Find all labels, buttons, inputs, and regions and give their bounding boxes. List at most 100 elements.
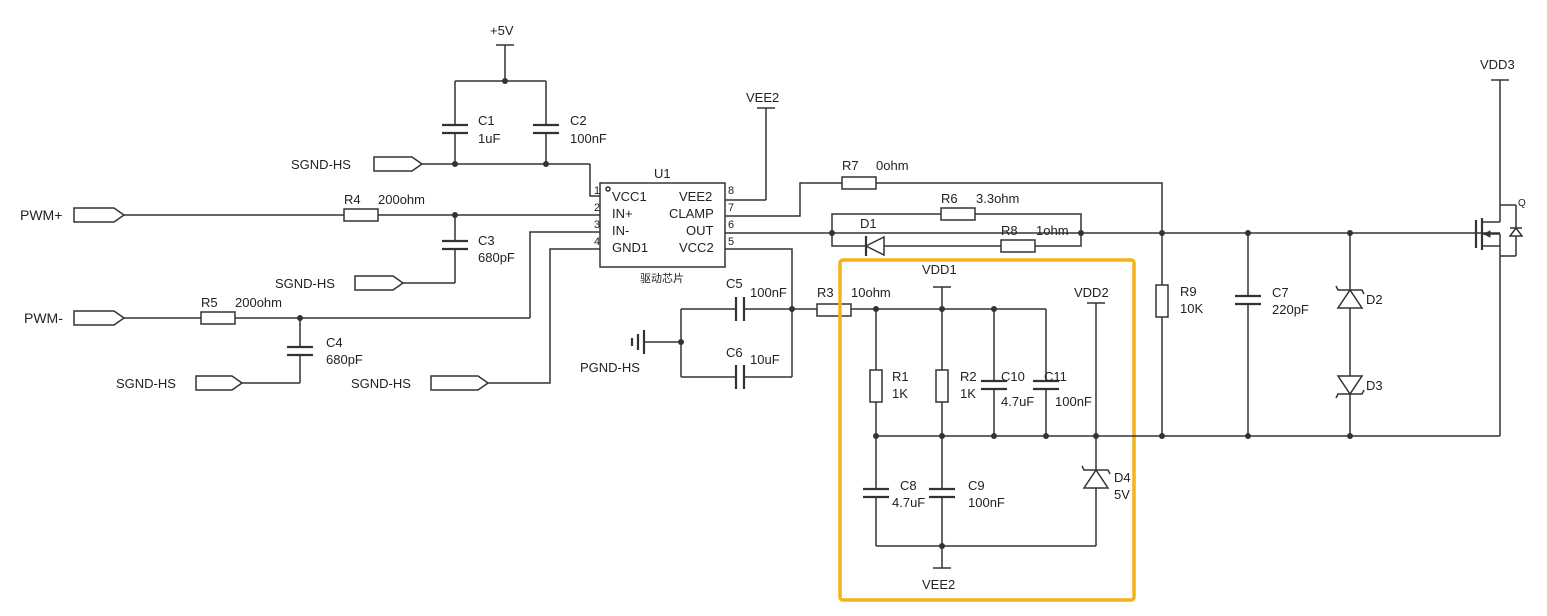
c6-value: 10uF (750, 352, 780, 367)
pin-num-7: 7 (728, 202, 734, 214)
capacitor-c4: C4 680pF (287, 318, 363, 383)
sgnd3-label: SGND-HS (116, 376, 176, 391)
capacitor-c3: C3 680pF (442, 215, 515, 283)
c3-value: 680pF (478, 250, 515, 265)
sgnd-port-2: SGND-HS (275, 275, 455, 291)
capacitor-c1: C1 1uF (442, 81, 500, 164)
pwm-plus-input: PWM+ R4 200ohm C3 680pF SGND-HS (20, 192, 600, 291)
pwm-minus-input: PWM- R5 200ohm C4 680pF SGND-HS (24, 231, 600, 391)
pin-name-gnd1: GND1 (612, 240, 648, 255)
resistor-r1: R1 1K (869, 306, 909, 436)
c8-ref: C8 (900, 478, 917, 493)
r7-ref: R7 (842, 158, 859, 173)
pin-num-4: 4 (594, 236, 600, 248)
r6-value: 3.3ohm (976, 191, 1019, 206)
zener-d4: D4 5V (1081, 433, 1131, 546)
highlight-box (838, 258, 1136, 602)
c11-ref: C11 (1044, 369, 1067, 384)
r3-value: 10ohm (851, 285, 891, 300)
r1-value: 1K (892, 386, 908, 401)
r5-ref: R5 (201, 295, 218, 310)
resistor-r9: R9 10K (1155, 233, 1203, 436)
pin-name-in-plus: IN+ (612, 206, 633, 221)
sgnd4-label: SGND-HS (351, 376, 411, 391)
pgnd-symbol: PGND-HS (580, 330, 684, 375)
resistor-r7 (841, 176, 877, 190)
sgnd-port-3: SGND-HS (116, 375, 300, 391)
c7-ref: C7 (1272, 285, 1289, 300)
tvs-d2: D2 (1335, 233, 1383, 376)
c6-ref: C6 (726, 345, 743, 360)
vdd3-label: VDD3 (1480, 57, 1515, 72)
sgnd1-label: SGND-HS (291, 157, 351, 172)
supply-5v-section: +5V C1 1uF C2 100nF SGND-HS (291, 23, 607, 197)
c7-value: 220pF (1272, 302, 1309, 317)
c4-ref: C4 (326, 335, 343, 350)
resistor-r2: R2 1K (935, 369, 977, 403)
pin-name-vcc2: VCC2 (679, 240, 714, 255)
pin-name-clamp: CLAMP (669, 206, 714, 221)
pwm-plus-label: PWM+ (20, 207, 62, 223)
c5-ref: C5 (726, 276, 743, 291)
d4-ref: D4 (1114, 470, 1131, 485)
r8-ref: R8 (1001, 223, 1018, 238)
vdd2-label: VDD2 (1074, 285, 1109, 300)
r9-value: 10K (1180, 301, 1203, 316)
r9-ref: R9 (1180, 284, 1197, 299)
r6-ref: R6 (941, 191, 958, 206)
capacitor-c2: C2 100nF (533, 81, 607, 164)
d1-ref: D1 (860, 216, 877, 231)
pin-num-2: 2 (594, 202, 600, 214)
pin-name-vee2: VEE2 (679, 189, 712, 204)
r8-value: 1ohm (1036, 223, 1069, 238)
c9-value: 100nF (968, 495, 1005, 510)
capacitor-c11: C11 100nF (1033, 309, 1092, 436)
pin-num-1: 1 (594, 185, 600, 197)
gnd1-connection: SGND-HS (351, 248, 600, 391)
d3-ref: D3 (1366, 378, 1383, 393)
negative-supply-block: VDD1 R1 1K R2 1K C10 4.7uF (838, 258, 1136, 602)
c3-ref: C3 (478, 233, 495, 248)
sgnd-port-1: SGND-HS (291, 156, 600, 197)
c10-ref: C10 (1001, 369, 1025, 384)
pgnd-label: PGND-HS (580, 360, 640, 375)
resistor-r4 (343, 208, 379, 222)
r7-value: 0ohm (876, 158, 909, 173)
diode-d1: D1 (860, 216, 885, 257)
vdd1-label: VDD1 (922, 262, 957, 277)
r3-resistor: R3 10ohm (816, 285, 1046, 317)
c4-value: 680pF (326, 352, 363, 367)
sgnd2-label: SGND-HS (275, 276, 335, 291)
gate-network: R7 0ohm R6 3.3ohm D1 R8 1ohm (725, 57, 1526, 439)
q-ref: Q (1518, 198, 1526, 209)
resistor-r5 (200, 311, 236, 325)
chip-ref: U1 (654, 166, 671, 181)
driver-chip-u1: U1 驱动芯片 1 2 3 4 VCC1 IN+ IN- GND1 8 7 6 … (594, 166, 734, 285)
r4-value: 200ohm (378, 192, 425, 207)
capacitor-c10: C10 4.7uF (981, 306, 1034, 436)
resistor-r6 (940, 207, 976, 221)
c2-ref: C2 (570, 113, 587, 128)
pwm-minus-label: PWM- (24, 310, 63, 326)
capacitor-c9: C9 100nF (929, 433, 1005, 568)
vee2-bottom-label: VEE2 (922, 577, 955, 592)
p5v-label: +5V (490, 23, 514, 38)
tvs-d3: D3 (1335, 375, 1383, 436)
r5-value: 200ohm (235, 295, 282, 310)
capacitor-c8: C8 4.7uF (863, 433, 925, 546)
c10-value: 4.7uF (1001, 394, 1034, 409)
c9-ref: C9 (968, 478, 985, 493)
r2-value: 1K (960, 386, 976, 401)
vee2-top-label: VEE2 (746, 90, 779, 105)
d4-value: 5V (1114, 487, 1130, 502)
c1-value: 1uF (478, 131, 500, 146)
c8-value: 4.7uF (892, 495, 925, 510)
r2-ref: R2 (960, 369, 977, 384)
capacitor-c7: C7 220pF (1235, 233, 1309, 436)
vcc2-decoupling: C5 100nF C6 10uF PGND-HS (580, 248, 817, 389)
pin-name-vcc1: VCC1 (612, 189, 647, 204)
pin-name-in-minus: IN- (612, 223, 629, 238)
c1-ref: C1 (478, 113, 495, 128)
pin-num-6: 6 (728, 219, 734, 231)
